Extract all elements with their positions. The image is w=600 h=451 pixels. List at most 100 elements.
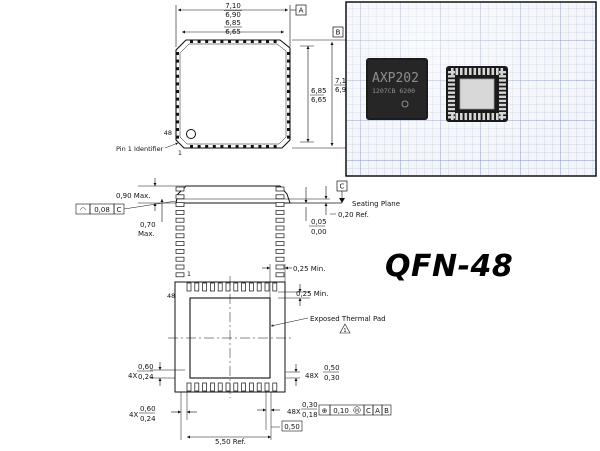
package-title: QFN-48 (385, 249, 513, 284)
photo-pad (499, 87, 506, 90)
bottom-pad (194, 382, 200, 392)
bottom-pad (202, 382, 207, 392)
datum-b-box (332, 26, 344, 38)
package-top-outline (175, 39, 291, 149)
top-pin1-label: 1 (178, 149, 182, 157)
bottom-pad (272, 382, 278, 392)
bottom-pad (175, 264, 185, 270)
pin1-marker-dot (186, 129, 196, 139)
photo-pad (455, 113, 459, 120)
note-mark: 1 (343, 328, 346, 334)
thermal-pad-label: Exposed Thermal Pad (310, 315, 386, 323)
datum-c: C (340, 183, 345, 191)
top-width-body: 6,85 (225, 19, 241, 27)
top-lead-tip (287, 52, 290, 55)
top-lead-tip (235, 145, 239, 148)
top-lead-tip (220, 145, 224, 148)
photo-pad (499, 95, 506, 98)
bottom-pad (175, 194, 185, 200)
photo-pad (448, 75, 455, 78)
flatness-datum: C (117, 206, 122, 214)
top-lead-tip (287, 67, 290, 71)
top-lead-tip (176, 105, 179, 109)
photo-pad (448, 91, 455, 94)
bottom-pad (249, 382, 254, 392)
corner-min: 0,24 (140, 415, 156, 423)
photo-pad (448, 99, 455, 103)
bottom-pad (186, 382, 192, 392)
photo-pad (499, 116, 506, 119)
top-lead-tip (176, 128, 179, 131)
photo-pad (448, 116, 455, 119)
corner-prefix: 4X (129, 411, 138, 419)
lead-len-min: 0,24 (138, 373, 154, 381)
bottom-pad (275, 217, 285, 223)
top-width-outer: 7,10 (225, 2, 241, 10)
bottom-pad (175, 225, 185, 231)
bottom-pad (275, 202, 285, 207)
bottom-pad (202, 282, 207, 292)
top-lead-tip (243, 40, 247, 43)
top-lead-tip (287, 90, 290, 93)
photo-pad (491, 113, 495, 120)
bottom-pad (275, 256, 285, 262)
photo-pad (473, 113, 477, 120)
bottom-pad (256, 282, 262, 292)
photo-pad (496, 68, 499, 75)
top-height-outer: 7,10 (335, 77, 351, 85)
photo-pad (448, 107, 455, 111)
photo-pad (469, 113, 472, 120)
note-triangle (339, 323, 351, 334)
photo-pad (473, 68, 477, 75)
top-lead-tip (190, 40, 193, 43)
photo-pad (499, 83, 506, 86)
chip-photo: AXP202 1207CB 6200 (345, 1, 597, 177)
bottom-pad (241, 282, 246, 292)
top-view: 7,10 6,90 6,85 6,65 A 48 1 Pin 1 Identif… (116, 2, 351, 157)
lead-thickness: 0,20 Ref. (338, 211, 369, 219)
top-height-body: 6,85 (311, 87, 327, 95)
bottom-pad (264, 282, 270, 292)
bottom-pad (233, 382, 239, 392)
gap-min: 0,00 (311, 228, 327, 236)
top-lead-tip (176, 74, 179, 78)
bottom-pad (175, 233, 185, 239)
top-lead-tip (287, 74, 290, 78)
top-lead-tip (287, 135, 290, 139)
bottom-pad (272, 282, 278, 292)
photo-pad (455, 68, 459, 75)
photo-pad (491, 68, 495, 75)
dim-025-min-a: 0,25 Min. (293, 265, 325, 273)
span-ref: 5,50 Ref. (215, 438, 246, 446)
position-control-frame: ⊕ 0,10 M C A B (318, 404, 392, 416)
datum-a: A (299, 7, 304, 15)
fcf-symbol: ⊕ (322, 407, 328, 415)
top-lead-tip (176, 120, 179, 124)
top-lead-tip (287, 59, 290, 63)
bottom-pad (210, 282, 215, 292)
bottom-pad (275, 264, 285, 270)
top-view-pins (176, 40, 290, 148)
lead-len-max: 0,60 (138, 363, 154, 371)
photo-pad (478, 68, 481, 75)
bottom-pad (275, 272, 285, 278)
bottom-pad (241, 382, 246, 392)
bottom-pad (275, 186, 285, 192)
photo-pad (448, 87, 455, 90)
top-lead-tip (176, 112, 179, 116)
bottom-pad (194, 282, 200, 292)
top-width-body-min: 6,65 (225, 28, 241, 36)
top-lead-tip (266, 40, 269, 43)
photo-pad (499, 75, 506, 78)
top-lead-tip (287, 97, 290, 101)
top-lead-tip (287, 82, 290, 86)
top-lead-tip (273, 145, 277, 148)
top-lead-tip (258, 40, 262, 43)
bottom-view-pads (175, 186, 285, 392)
photo-pad (487, 68, 490, 75)
photo-pad (499, 107, 506, 111)
top-lead-tip (212, 40, 216, 43)
bottom-pad (275, 249, 285, 254)
chip-thermal-pad (459, 78, 495, 110)
bottom-pad (175, 272, 185, 278)
